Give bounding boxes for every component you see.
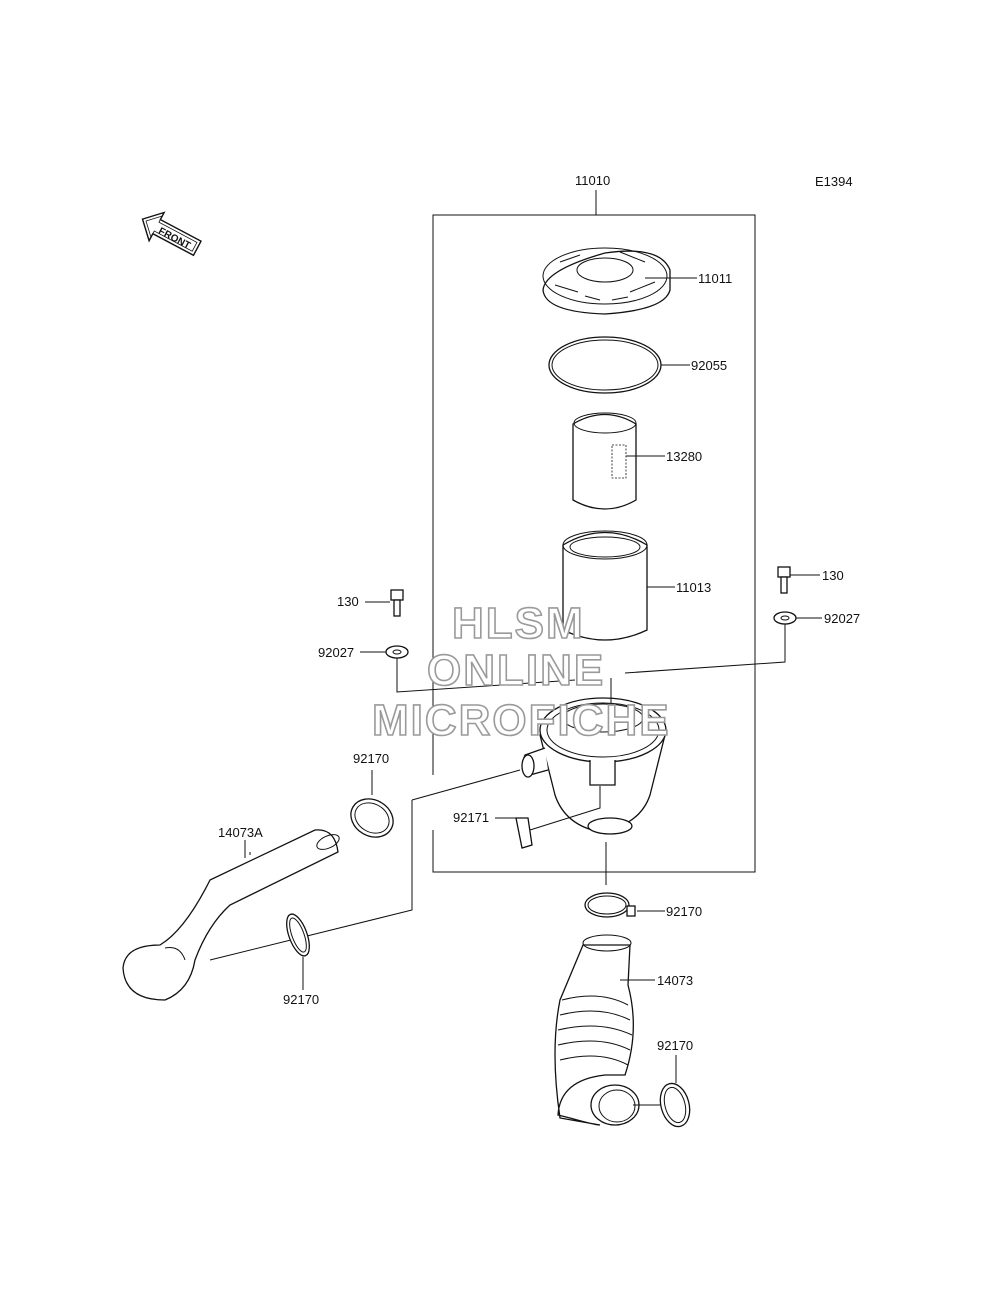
callout-92170-center: 92170 [666,904,702,919]
pre-filter [572,412,637,510]
callout-92027-right: 92027 [824,611,860,626]
callout-11011: 11011 [698,271,732,286]
callout-92170-upper-left: 92170 [353,751,389,766]
callout-130-left: 130 [337,594,359,609]
callout-92171: 92171 [453,810,489,825]
watermark-line3: MICROFICHE [372,696,671,745]
callout-92055: 92055 [691,358,727,373]
clip [515,817,533,849]
hose-clamp-upper-left [350,798,394,838]
washer-left [385,645,409,659]
assembly-bracket [432,190,756,873]
air-cleaner-cover [542,247,671,315]
intake-duct-left [122,829,340,1001]
hose-clamp-center [584,892,636,918]
watermark-line1: HLSM [452,599,585,648]
o-ring [548,336,662,394]
air-filter-element [562,530,648,641]
callout-13280: 13280 [666,449,702,464]
watermark: HLSM ONLINE MICROFICHE [371,598,671,746]
callout-14073a: 14073A [218,825,263,840]
watermark-line2: ONLINE [427,646,605,695]
air-cleaner-housing [521,697,667,835]
washer-right [773,611,797,625]
diagram-code: E1394 [815,174,853,189]
callout-92027-left: 92027 [318,645,354,660]
callout-14073: 14073 [657,973,693,988]
callout-130-right: 130 [822,568,844,583]
bolt-right [777,566,791,594]
intake-duct-center [554,934,640,1126]
callout-11013: 11013 [676,580,711,595]
hose-clamp-lower-left [286,913,310,957]
front-arrow-icon: FRONT [141,211,202,257]
bolt-left [390,589,404,617]
callout-92170-lower-right: 92170 [657,1038,693,1053]
callout-11010: 11010 [575,173,610,188]
callout-92170-lower-left: 92170 [283,992,319,1007]
hose-clamp-lower-right [659,1082,691,1128]
